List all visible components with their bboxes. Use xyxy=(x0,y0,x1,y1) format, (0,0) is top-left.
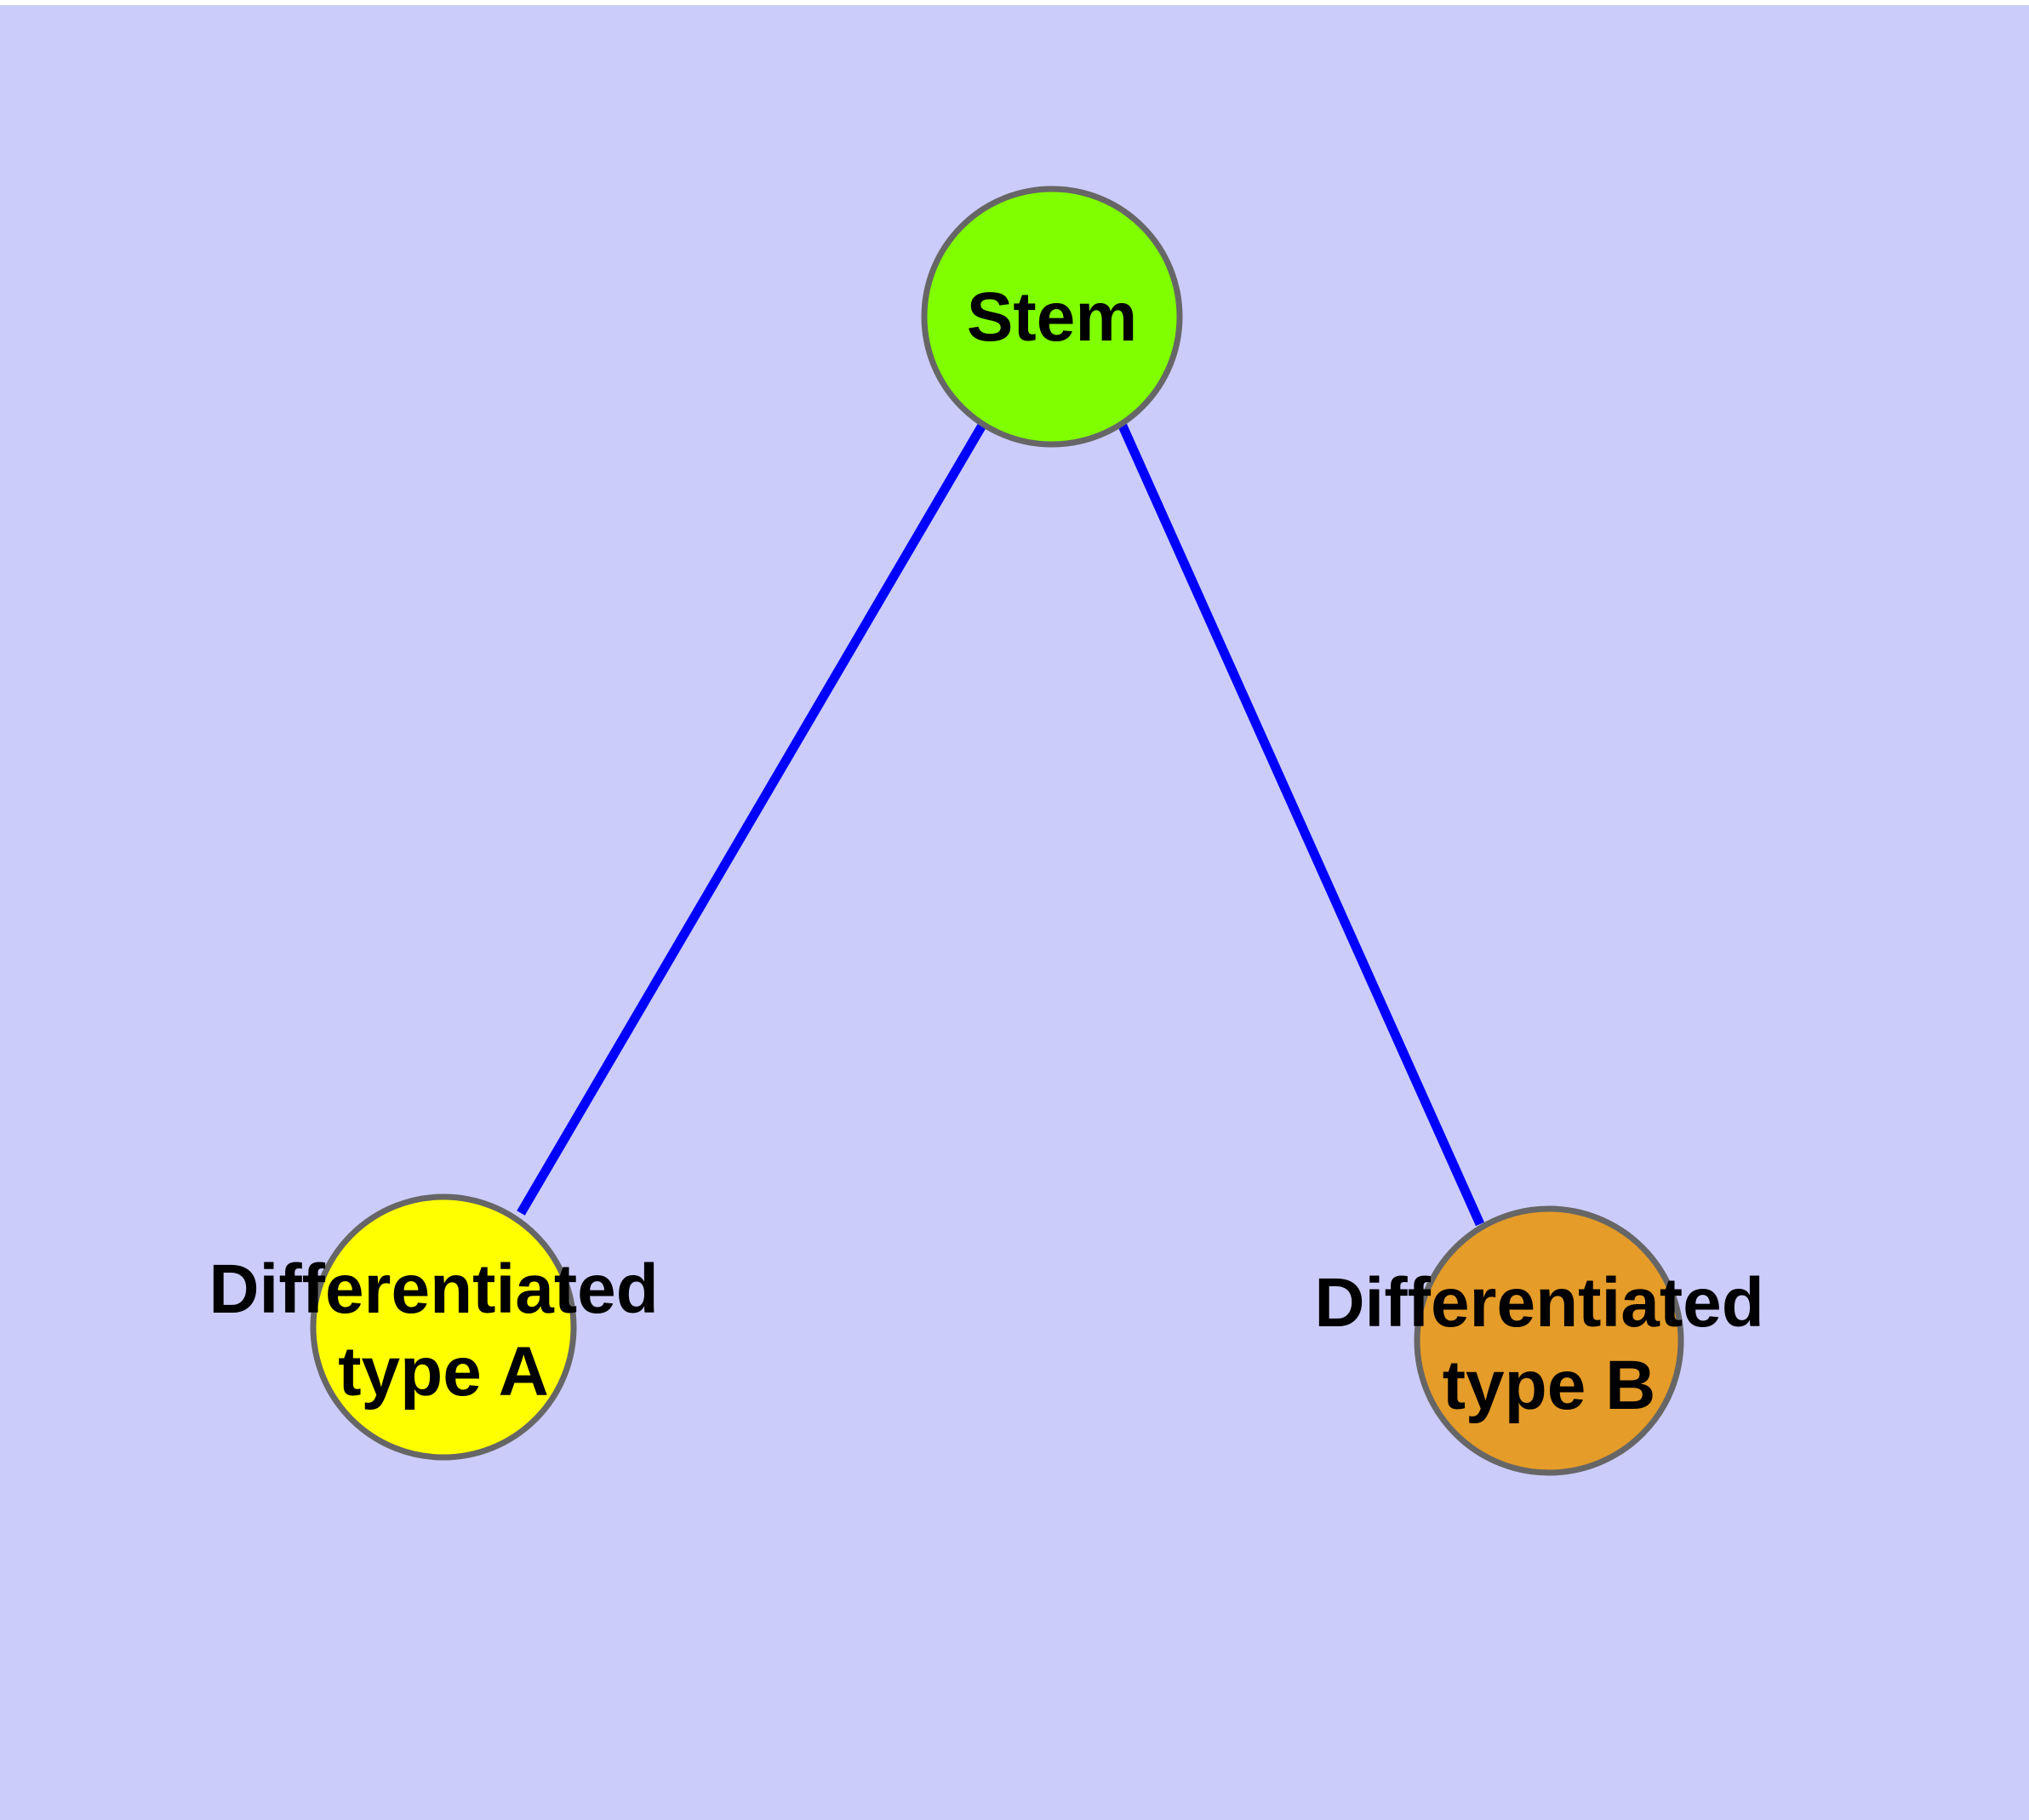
node-differentiated-a-label-line1: Differentiated xyxy=(209,1251,659,1328)
node-group xyxy=(310,186,1684,1476)
node-stem-circle[interactable] xyxy=(921,186,1183,448)
node-differentiated-a-label: Differentiated type A xyxy=(209,1251,677,1411)
node-differentiated-a-circle[interactable] xyxy=(310,1193,577,1461)
edge-group xyxy=(517,421,1485,1227)
edge-stem-to-differentiated-b[interactable] xyxy=(1117,421,1485,1227)
node-differentiated-b-circle[interactable] xyxy=(1414,1205,1684,1476)
node-differentiated-b[interactable] xyxy=(1414,1205,1684,1476)
node-differentiated-b-label: Differentiated type B xyxy=(1314,1264,1783,1424)
edge-stem-to-differentiated-a[interactable] xyxy=(517,421,987,1216)
node-stem-label: Stem xyxy=(967,278,1138,356)
label-group: Stem Differentiated type A Differentiate… xyxy=(209,278,1783,1424)
node-differentiated-b-label-line2: type B xyxy=(1443,1347,1656,1424)
node-differentiated-b-label-line1: Differentiated xyxy=(1314,1264,1764,1342)
node-differentiated-a[interactable] xyxy=(310,1193,577,1461)
node-stem[interactable] xyxy=(921,186,1183,448)
node-stem-label-line1: Stem xyxy=(967,278,1138,356)
node-differentiated-a-label-line2: type A xyxy=(338,1333,549,1411)
